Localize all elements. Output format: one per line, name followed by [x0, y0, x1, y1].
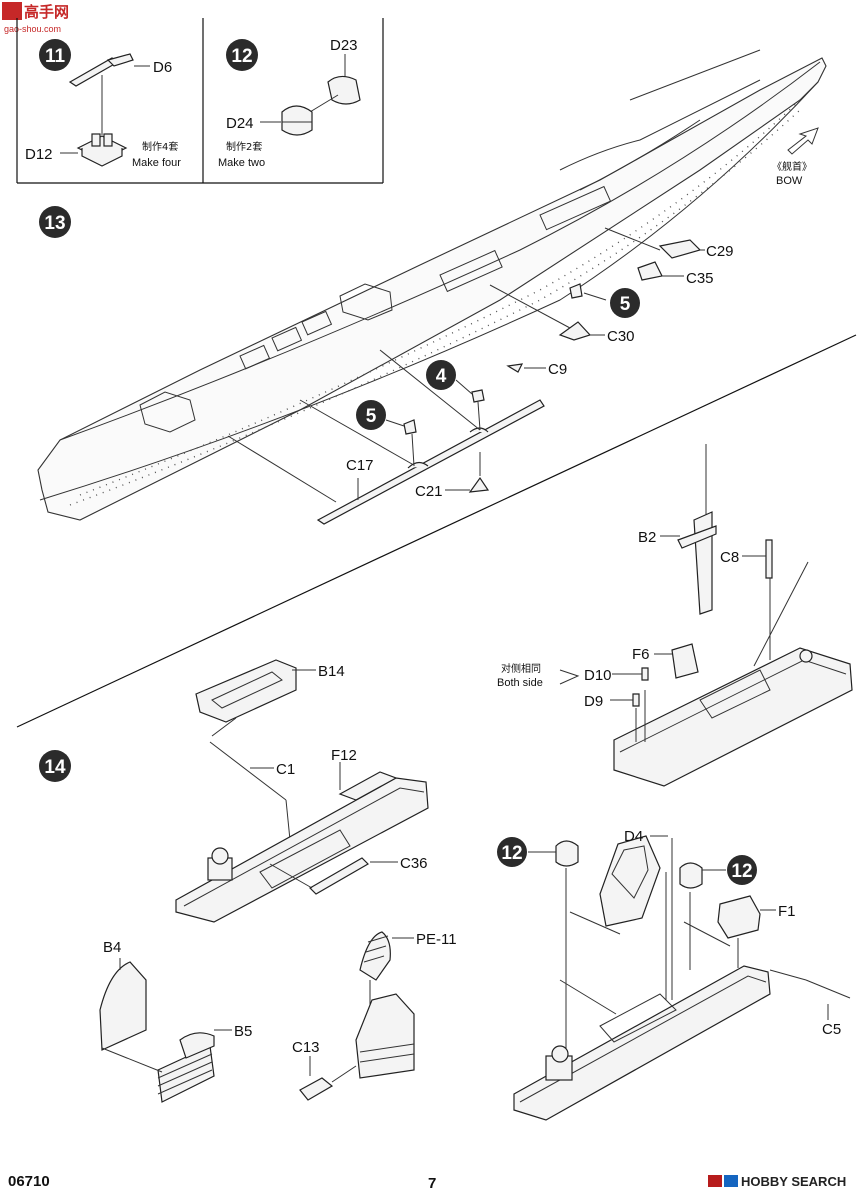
part-c21	[468, 476, 490, 493]
part-label: B4	[103, 939, 121, 956]
part-d24-dome	[281, 105, 313, 136]
part-label: B2	[638, 529, 656, 546]
step-number: 11	[45, 46, 66, 67]
hobby-search-logo-icon	[708, 1175, 738, 1187]
sub-step-number: 5	[366, 406, 377, 427]
sub-step-number: 4	[436, 366, 447, 387]
part-label: C21	[415, 483, 443, 500]
part-c36	[309, 857, 369, 895]
part-label: C13	[292, 1039, 320, 1056]
step-badge: 11	[39, 39, 71, 71]
product-code: 06710	[8, 1173, 50, 1190]
brand-name: HOBBY SEARCH	[741, 1174, 846, 1189]
part-label: D24	[226, 115, 254, 132]
part-d12-mount	[76, 133, 128, 167]
sub-step-badge: 5	[356, 400, 386, 430]
part-label: D4	[624, 828, 643, 845]
part-label: C36	[400, 855, 428, 872]
part-label: C30	[607, 328, 635, 345]
step-number: 13	[44, 213, 65, 234]
part-label: F6	[632, 646, 650, 663]
assembly-f12: B14 C1 F12 C36	[175, 659, 429, 923]
sub-step-badge: 5	[610, 288, 640, 318]
step-badge: 14	[39, 750, 71, 782]
part-label: C35	[686, 270, 714, 287]
watermark-site: gao-shou.com	[4, 24, 61, 34]
section-divider	[16, 334, 857, 728]
part-label: D10	[584, 667, 612, 684]
part-label: C1	[276, 761, 295, 778]
part-label: D9	[584, 693, 603, 710]
part-label: C9	[548, 361, 567, 378]
step-note-cn: 制作4套	[142, 140, 178, 153]
part-d23-cover	[327, 75, 361, 105]
assembly-rear: 12 D4 12 F1	[497, 828, 851, 1121]
part-label: F12	[331, 747, 357, 764]
step-number: 14	[44, 757, 66, 778]
bow-label-cn: 《舰首》	[772, 160, 812, 173]
step-badge: 12	[226, 39, 258, 71]
bow-label: BOW	[776, 175, 803, 187]
footer: 06710 7 HOBBY SEARCH	[8, 1173, 846, 1192]
step-note-cn: 制作2套	[226, 140, 262, 153]
part-label: D12	[25, 146, 53, 163]
part-f6	[671, 643, 699, 679]
assembly-boat-deck: B4 B5	[99, 939, 252, 1103]
step-14: 14 B2 C8 F6	[39, 444, 853, 1121]
part-label: PE-11	[416, 931, 457, 948]
part-label: C29	[706, 243, 734, 260]
part-label: B5	[234, 1023, 252, 1040]
part-label: C5	[822, 1021, 841, 1038]
step-note-en: Make two	[218, 157, 265, 169]
part-c35	[637, 261, 663, 281]
part-label: C17	[346, 457, 374, 474]
sub-step-number: 12	[501, 843, 522, 864]
part-label: C8	[720, 549, 739, 566]
watermark: 高手网 gao-shou.com	[2, 2, 69, 34]
both-side-cn: 对侧相同	[501, 662, 541, 675]
assembly-vent: PE-11 C13	[292, 931, 457, 1101]
part-label: D23	[330, 37, 358, 54]
step-12: 12 D23 D24 制作2套 Make two	[218, 37, 361, 169]
bow-arrow-icon	[787, 127, 819, 155]
ship-hull	[37, 49, 827, 521]
step-11: 11 D6 D12 制作4套 Make four	[25, 39, 181, 169]
step-note-en: Make four	[132, 157, 181, 169]
both-side-label: Both side	[497, 677, 543, 689]
part-label: D6	[153, 59, 172, 76]
part-b14	[195, 659, 297, 723]
part-label: F1	[778, 903, 796, 920]
sub-step-badge: 4	[426, 360, 456, 390]
sub-step-number: 5	[620, 294, 631, 315]
step-badge: 13	[39, 206, 71, 238]
assembly-bridge: B2 C8 F6 D10 D9 对侧相同 Both side	[497, 444, 853, 787]
sub-step-badge: 12	[727, 855, 757, 885]
sub-step-number: 12	[731, 861, 752, 882]
part-pe-11	[359, 931, 391, 981]
step-13: 13 《舰首》 BOW	[37, 49, 827, 525]
part-f1	[717, 895, 761, 939]
part-d6-barrel	[68, 53, 134, 87]
part-c29	[658, 239, 702, 259]
part-b4	[99, 961, 147, 1051]
step-11-12-frame	[16, 18, 384, 184]
part-c9	[506, 363, 524, 373]
part-label: B14	[318, 663, 345, 680]
step-number: 12	[231, 46, 252, 67]
part-c13	[299, 1077, 334, 1101]
page-number: 7	[428, 1175, 436, 1192]
watermark-logo-icon: 高手网	[2, 2, 69, 21]
sub-step-badge: 12	[497, 837, 527, 867]
watermark-logo: 高手网	[24, 3, 69, 21]
